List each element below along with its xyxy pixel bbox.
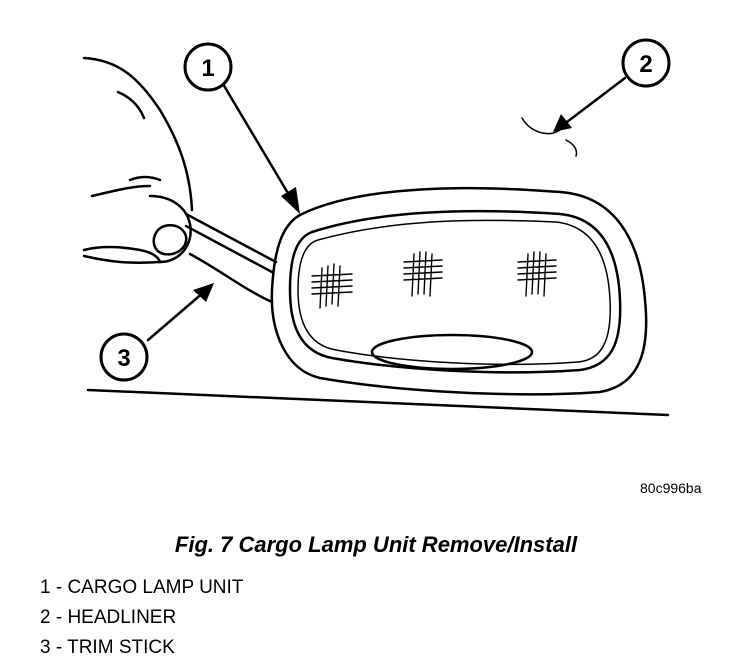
parts-legend: 1 - CARGO LAMP UNIT 2 - HEADLINER 3 - TR… xyxy=(40,573,243,663)
callout-1-leader xyxy=(221,82,294,202)
headliner-surface-line xyxy=(86,388,670,417)
callout-1-circle xyxy=(183,42,233,92)
figure-reference-code: 80c996ba xyxy=(640,480,702,496)
cargo-lamp-drawing xyxy=(270,186,648,396)
callout-1-arrowhead xyxy=(281,187,300,214)
legend-item-headliner: 2 - HEADLINER xyxy=(40,607,177,628)
crosshatch-marks xyxy=(311,251,557,309)
callout-2-circle xyxy=(621,38,671,88)
callout-3-arrowhead xyxy=(193,283,214,302)
callout-2-label: 2 xyxy=(639,51,652,78)
callout-2-arrowhead xyxy=(553,114,572,132)
callout-1-label: 1 xyxy=(201,55,214,82)
callout-3-circle xyxy=(99,332,149,382)
callout-3-leader xyxy=(146,290,206,342)
legend-item-trim-stick: 3 - TRIM STICK xyxy=(40,637,175,658)
cargo-lamp-illustration: 1 2 3 xyxy=(82,38,671,417)
legend-item-cargo-lamp-unit: 1 - CARGO LAMP UNIT xyxy=(40,577,244,598)
callout-3-label: 3 xyxy=(117,345,130,372)
headliner-texture xyxy=(521,117,578,157)
callout-2-leader xyxy=(561,76,627,127)
trim-stick-drawing xyxy=(184,212,278,304)
hand-drawing xyxy=(82,56,194,264)
figure-title: Fig. 7 Cargo Lamp Unit Remove/Install xyxy=(174,532,578,557)
